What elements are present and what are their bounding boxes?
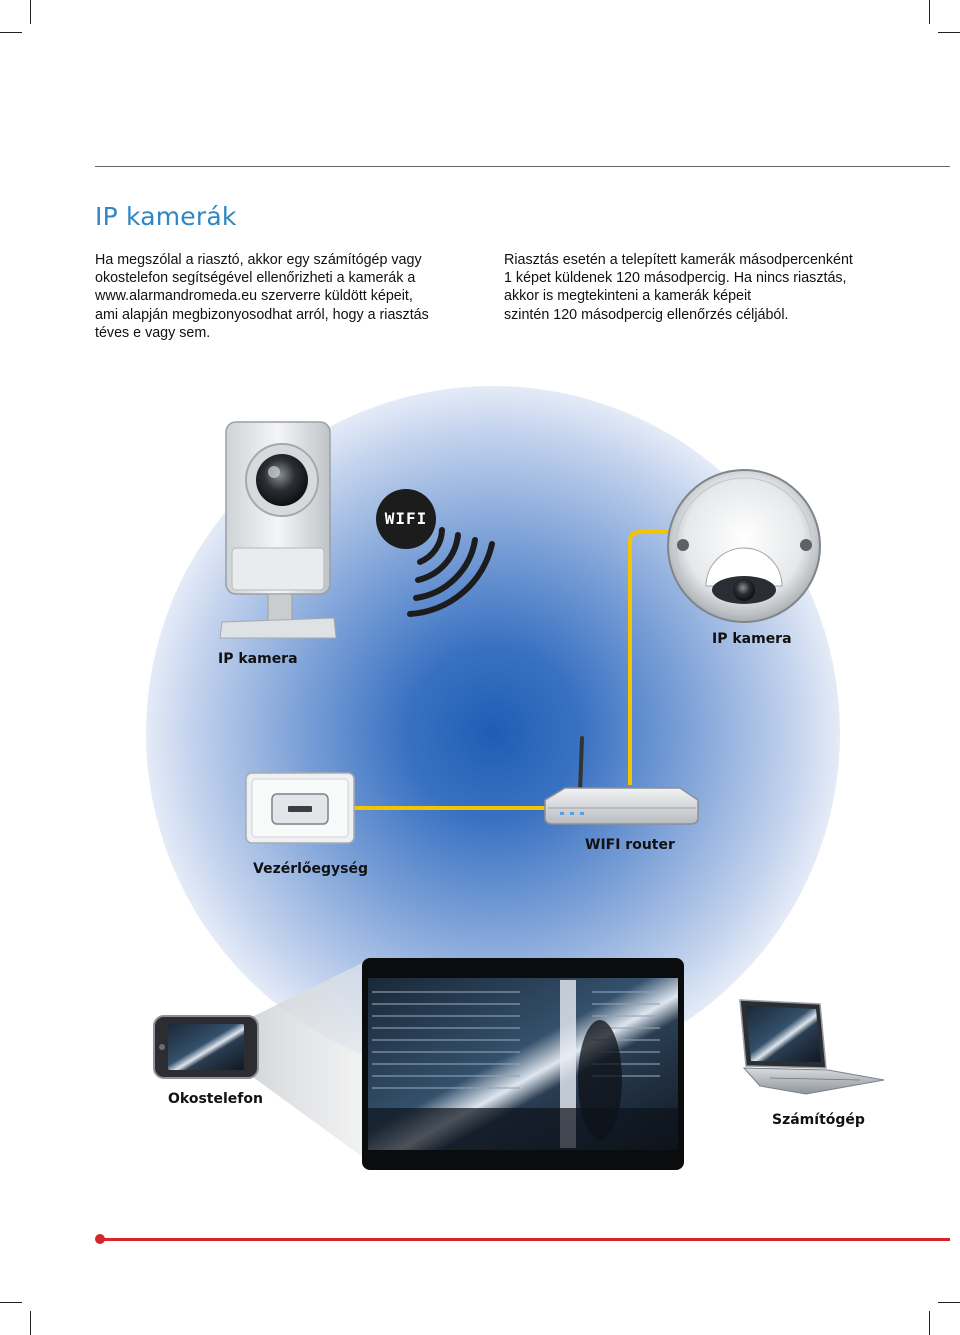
- text-line: 1 képet küldenek 120 másodpercig. Ha nin…: [504, 270, 847, 287]
- header-rule: [95, 166, 950, 167]
- label-ip-camera-dome: IP kamera: [712, 631, 792, 647]
- crop-mark: [929, 0, 930, 24]
- label-smartphone: Okostelefon: [168, 1091, 263, 1107]
- smartphone-illustration: [153, 1015, 259, 1079]
- wifi-signal-icon: [376, 489, 495, 617]
- text-line: okostelefon segítségével ellenőrizheti a…: [95, 270, 416, 287]
- text-line: akkor is megtekinteni a kamerák képeit: [504, 288, 752, 305]
- intro-paragraph-right: Riasztás esetén a telepített kamerák más…: [504, 251, 874, 324]
- text-line: ami alapján megbizonyosodhat arról, hogy…: [95, 306, 429, 323]
- network-diagram: [153, 421, 885, 1170]
- ip-camera-cube-illustration: [219, 421, 337, 639]
- text-line: téves e vagy sem.: [95, 324, 211, 341]
- label-computer: Számítógép: [772, 1112, 865, 1128]
- laptop-illustration: [739, 999, 885, 1095]
- crop-mark: [30, 0, 31, 24]
- ip-camera-dome-illustration: [667, 469, 821, 623]
- crop-mark: [30, 1311, 31, 1335]
- footer-accent-line: [100, 1238, 950, 1241]
- wifi-router-illustration: [544, 736, 699, 825]
- camera-video-feed: [362, 958, 684, 1170]
- crop-mark: [938, 1302, 960, 1303]
- label-control-unit: Vezérlőegység: [253, 861, 369, 877]
- text-line: szintén 120 másodpercig ellenőrzés céljá…: [504, 306, 789, 323]
- section-title: IP kamerák: [95, 202, 237, 231]
- label-wifi-router: WIFI router: [585, 837, 675, 853]
- network-cable: [350, 530, 683, 810]
- view-projection-beams: [250, 962, 364, 1158]
- crop-mark: [0, 32, 22, 33]
- control-unit-illustration: [245, 772, 355, 844]
- intro-paragraph-left: Ha megszólal a riasztó, akkor egy számít…: [95, 251, 440, 342]
- label-ip-camera-cube: IP kamera: [218, 651, 298, 667]
- crop-mark: [938, 32, 960, 33]
- text-line: Ha megszólal a riasztó, akkor egy számít…: [95, 252, 422, 268]
- text-line: Riasztás esetén a telepített kamerák más…: [504, 252, 853, 268]
- wifi-badge-text: WIFI: [384, 509, 428, 528]
- crop-mark: [929, 1311, 930, 1335]
- crop-mark: [0, 1302, 22, 1303]
- text-line: www.alarmandromeda.eu szerverre küldött …: [95, 288, 413, 305]
